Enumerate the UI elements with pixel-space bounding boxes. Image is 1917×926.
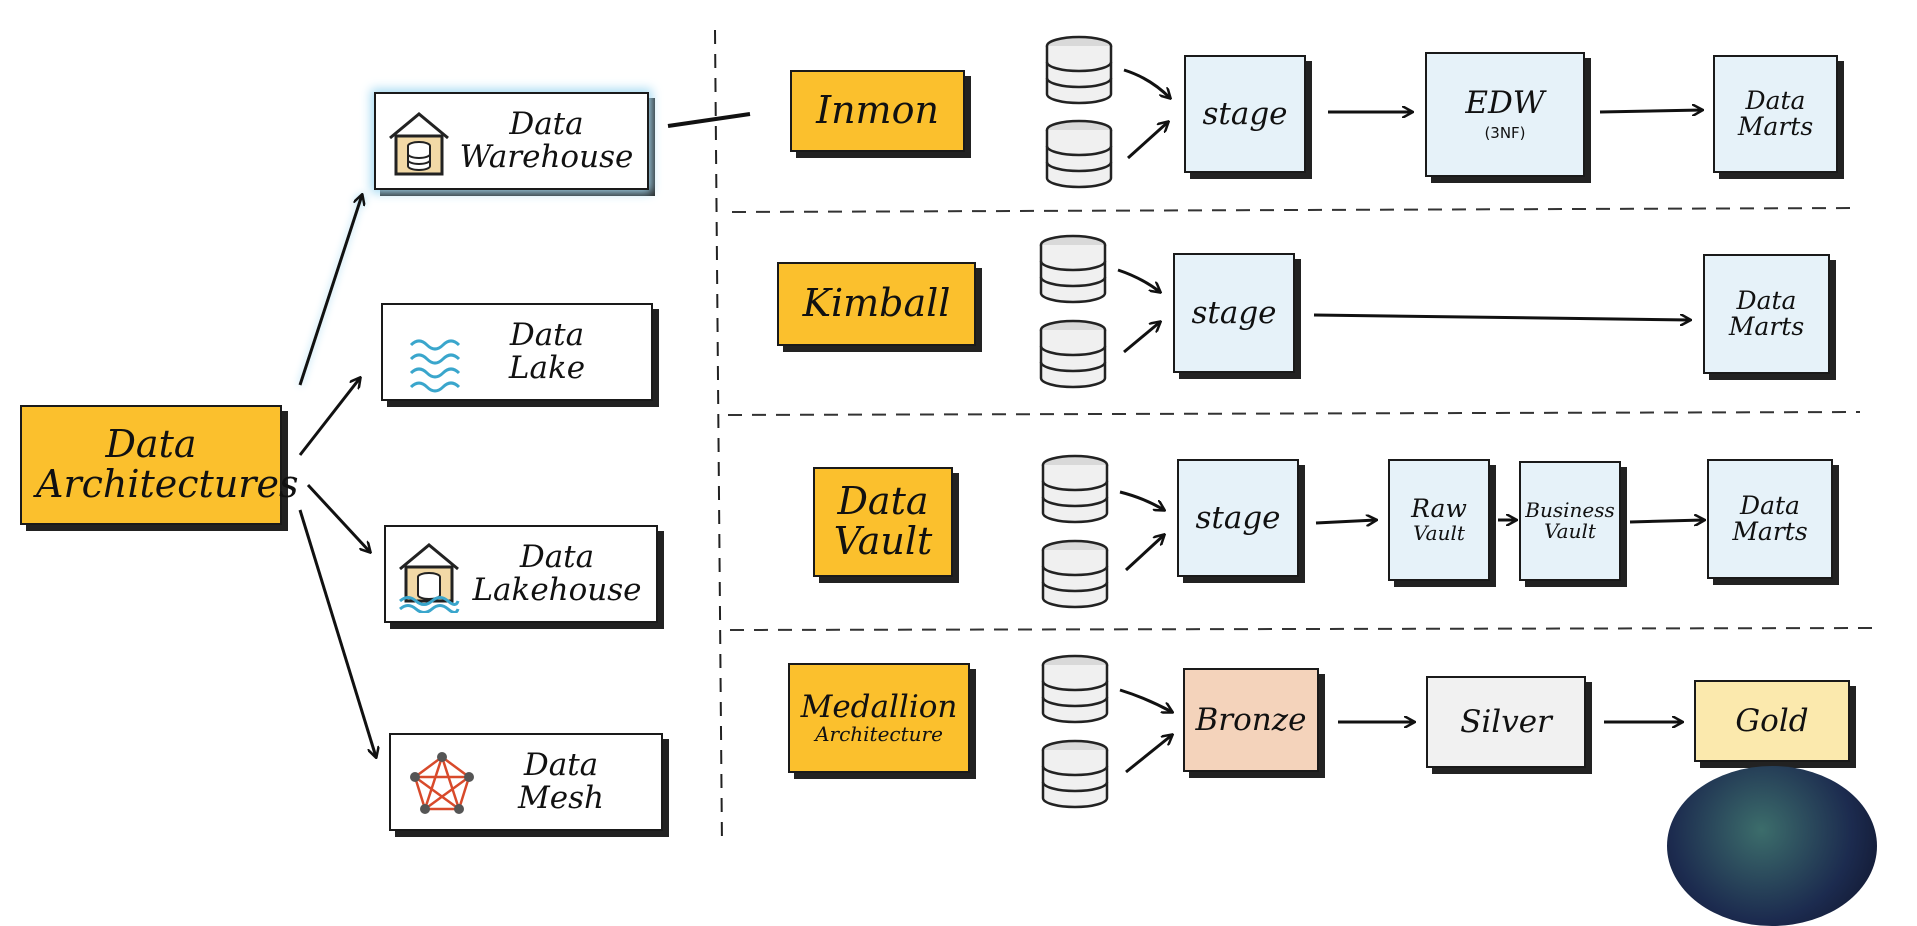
source-db-icon [1041, 654, 1109, 724]
edw-label: EDW [1465, 85, 1545, 122]
inmon-marts-line1: Data [1745, 85, 1806, 115]
business-vault-line2: Vault [1544, 519, 1596, 543]
inmon-marts-line2: Marts [1737, 112, 1814, 141]
medallion-line1: Medallion [800, 689, 958, 726]
raw-vault-line1: Raw [1411, 494, 1467, 524]
arrow-root-lakehouse [306, 483, 370, 552]
kimball-label: Kimball [802, 281, 951, 326]
data-lake-box: Data Lake [381, 303, 653, 401]
arrow-business-marts [1629, 520, 1704, 522]
lakehouse-line1: Data [519, 539, 595, 576]
lake-line2: Lake [508, 350, 586, 386]
arrow-db-bronze [1125, 735, 1172, 774]
inmon-box: Inmon [790, 70, 965, 152]
mesh-network-icon [410, 752, 474, 814]
arrow-db-stage [1119, 490, 1164, 510]
inmon-marts-box: Data Marts [1713, 55, 1838, 173]
warehouse-line2: Warehouse [459, 139, 634, 175]
lakehouse-icon [399, 543, 460, 613]
presenter-avatar [1667, 766, 1877, 926]
silver-box: Silver [1426, 676, 1586, 768]
medallion-box: Medallion Architecture [788, 663, 970, 773]
warehouse-line1: Data [509, 106, 584, 143]
source-db-icon [1039, 234, 1107, 304]
kimball-marts-line1: Data [1736, 285, 1797, 315]
vault-line1: Data [837, 479, 929, 524]
gold-box: Gold [1694, 680, 1850, 762]
warehouse-icon [389, 112, 449, 176]
lakehouse-line2: Lakehouse [472, 572, 642, 608]
vault-marts-box: Data Marts [1707, 459, 1833, 579]
arrow-stage-raw [1315, 520, 1376, 523]
arrow-db-bronze [1119, 688, 1172, 712]
data-warehouse-box: Data Warehouse [374, 92, 649, 190]
kimball-stage-label: stage [1191, 294, 1277, 331]
source-db-icon [1041, 454, 1109, 524]
data-architectures-box: Data Architectures [20, 405, 299, 525]
vault-stage-box: stage [1177, 459, 1299, 577]
arrow-edw-marts [1599, 110, 1702, 112]
medallion-line2: Architecture [815, 721, 943, 746]
row-divider-2 [727, 411, 1861, 416]
vault-marts-line2: Marts [1732, 517, 1808, 546]
edw-sub-label: (3NF) [1484, 123, 1526, 142]
data-lakehouse-box: Data Lakehouse [384, 525, 658, 623]
arrow-stage-marts [1313, 313, 1690, 320]
arrow-db-stage [1117, 268, 1160, 292]
source-db-icon [1041, 739, 1109, 809]
inmon-label: Inmon [816, 88, 939, 133]
kimball-marts-line2: Marts [1728, 312, 1805, 341]
row-divider-1 [731, 207, 1861, 213]
raw-vault-line2: Vault [1413, 520, 1465, 545]
arrow-db-stage [1123, 68, 1170, 98]
inmon-stage-label: stage [1202, 95, 1288, 132]
arrow-db-stage [1126, 122, 1168, 160]
edw-box: EDW (3NF) [1425, 52, 1585, 177]
connector-warehouse-inmon [667, 112, 751, 128]
arrow-root-mesh [298, 509, 376, 757]
gold-label: Gold [1735, 702, 1809, 739]
raw-vault-box: Raw Vault [1388, 459, 1490, 581]
arrow-root-warehouse [298, 195, 362, 386]
arrow-db-stage [1123, 322, 1160, 354]
vault-line2: Vault [833, 519, 933, 563]
connectors-layer [298, 29, 1876, 846]
arrow-root-lake [298, 378, 360, 456]
root-label: Data Architectures [36, 422, 299, 506]
kimball-stage-box: stage [1173, 253, 1295, 373]
data-mesh-box: Data Mesh [389, 733, 663, 831]
source-db-icon [1045, 35, 1113, 105]
vertical-divider [714, 29, 723, 846]
lake-line1: Data [509, 317, 585, 354]
row-divider-3 [729, 627, 1876, 631]
kimball-marts-box: Data Marts [1703, 254, 1830, 374]
source-db-icon [1041, 539, 1109, 609]
kimball-box: Kimball [777, 262, 976, 346]
silver-label: Silver [1460, 703, 1552, 740]
arrow-db-stage [1124, 535, 1164, 572]
bronze-box: Bronze [1183, 668, 1319, 772]
business-vault-line1: Business [1525, 498, 1615, 522]
bronze-label: Bronze [1195, 701, 1307, 738]
source-db-icon [1039, 319, 1107, 389]
business-vault-box: Business Vault [1519, 461, 1621, 581]
waves-icon [409, 339, 461, 393]
inmon-stage-box: stage [1184, 55, 1306, 173]
vault-marts-line1: Data [1740, 490, 1800, 520]
source-db-icon [1045, 119, 1113, 189]
data-vault-box: Data Vault [813, 467, 953, 577]
mesh-line2: Mesh [518, 780, 604, 816]
mesh-line1: Data [523, 747, 599, 784]
vault-stage-label: stage [1195, 499, 1281, 536]
